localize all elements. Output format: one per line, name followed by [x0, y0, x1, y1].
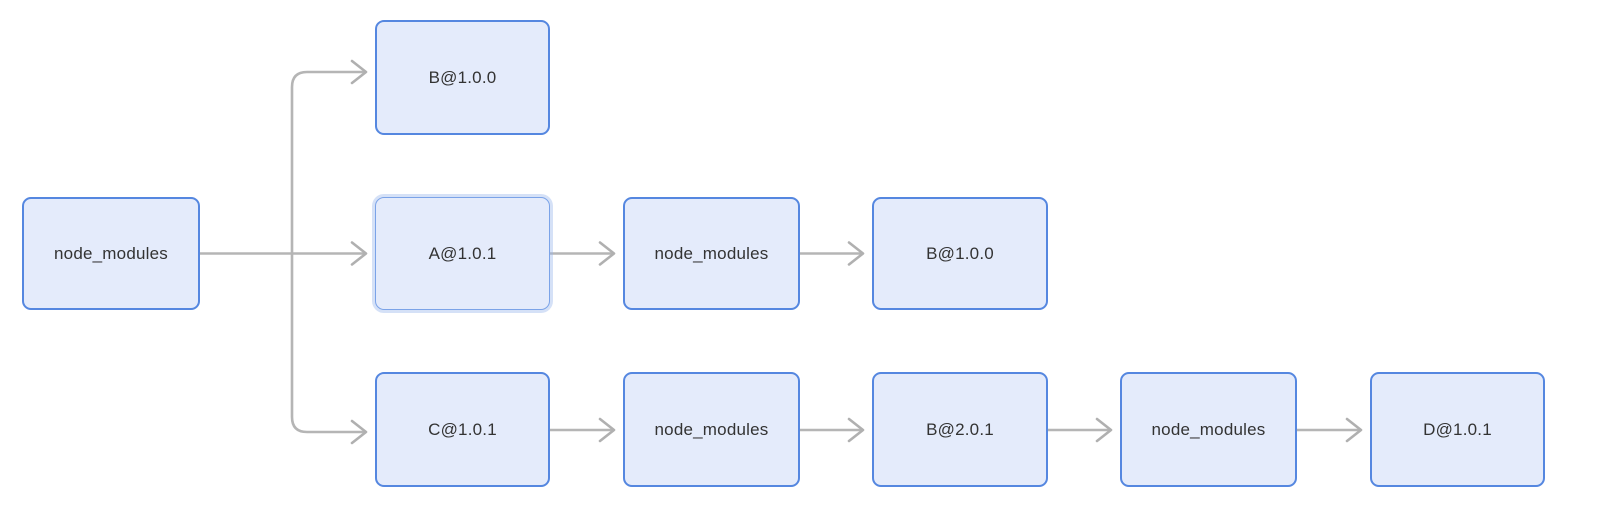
- edge-root-to-bottom: [290, 252, 366, 434]
- edge-root-to-top: [290, 70, 366, 255]
- arrowhead-bot-nm1-to-b2: [847, 417, 865, 443]
- node-label: C@1.0.1: [428, 419, 497, 439]
- arrowhead-bot-nm2-to-d: [1345, 417, 1363, 443]
- arrowhead-mid-a-to-nm: [598, 241, 616, 266]
- node-mid-a-1-0-1[interactable]: A@1.0.1: [375, 197, 550, 310]
- arrowhead-mid-nm-to-b: [847, 241, 865, 266]
- node-label: A@1.0.1: [428, 243, 497, 263]
- node-label: node_modules: [54, 243, 168, 263]
- node-mid-b-1-0-0[interactable]: B@1.0.0: [872, 197, 1048, 310]
- arrowhead-root-to-top: [350, 59, 368, 85]
- node-bot-d-1-0-1[interactable]: D@1.0.1: [1370, 372, 1545, 487]
- node-label: D@1.0.1: [1423, 419, 1492, 439]
- node-label: node_modules: [1151, 419, 1266, 439]
- node-bot-b-2-0-1[interactable]: B@2.0.1: [872, 372, 1048, 487]
- node-mid-node-modules[interactable]: node_modules: [623, 197, 800, 310]
- node-bot-node-modules-1[interactable]: node_modules: [623, 372, 800, 487]
- node-label: B@1.0.0: [926, 243, 994, 263]
- node-root-node-modules[interactable]: node_modules: [22, 197, 200, 310]
- node-label: B@1.0.0: [428, 67, 497, 87]
- node-label: B@2.0.1: [926, 419, 994, 439]
- arrowhead-bot-c-to-nm1: [598, 417, 616, 443]
- node-bot-node-modules-2[interactable]: node_modules: [1120, 372, 1297, 487]
- node-bot-c-1-0-1[interactable]: C@1.0.1: [375, 372, 550, 487]
- node-top-b-1-0-0[interactable]: B@1.0.0: [375, 20, 550, 135]
- arrowhead-root-to-bottom: [350, 419, 368, 445]
- arrowhead-root-to-middle: [350, 241, 368, 266]
- node-label: node_modules: [654, 419, 769, 439]
- arrowhead-bot-b2-to-nm2: [1095, 417, 1113, 443]
- node-label: node_modules: [654, 243, 769, 263]
